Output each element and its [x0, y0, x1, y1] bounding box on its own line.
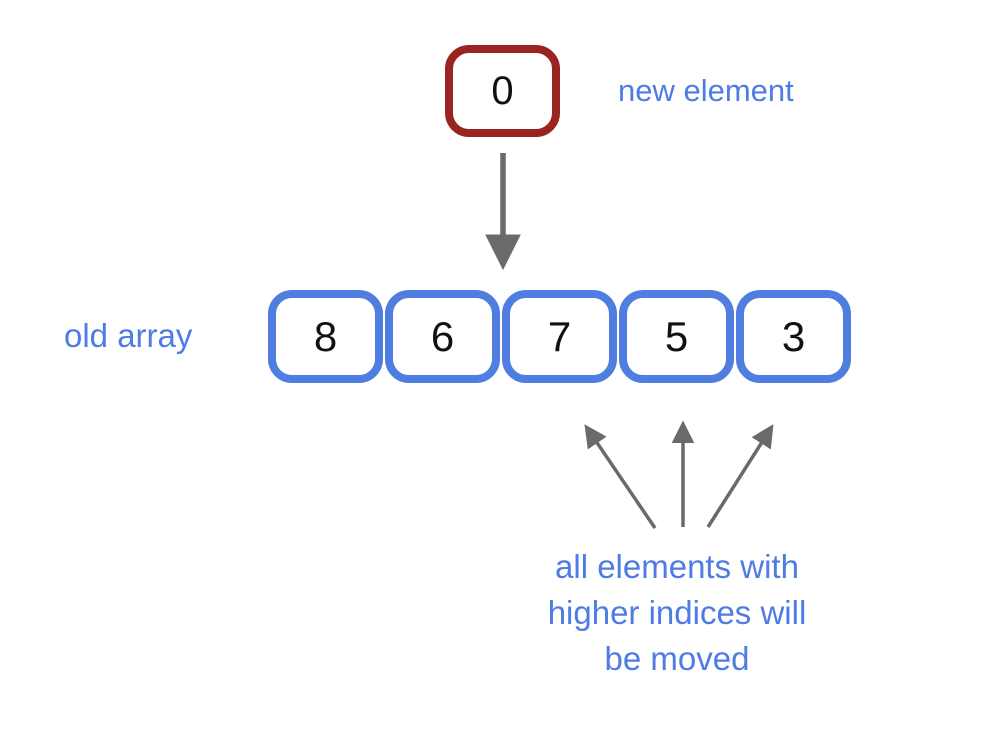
- new-element-box: 0: [445, 45, 560, 137]
- array-cell-3: 5: [619, 290, 734, 383]
- new-element-label: new element: [618, 73, 794, 108]
- array-cell-2-value: 7: [547, 312, 572, 360]
- array-cell-4: 3: [736, 290, 851, 383]
- shift-caption-line-2: higher indices will: [547, 594, 807, 631]
- array-cell-4-value: 3: [781, 312, 806, 360]
- array-cell-1: 6: [385, 290, 500, 383]
- array-cell-1-value: 6: [430, 312, 455, 360]
- shift-caption-line-1: all elements with: [555, 548, 799, 585]
- array-cell-0: 8: [268, 290, 383, 383]
- new-element-value: 0: [491, 68, 514, 113]
- array-cell-2: 7: [502, 290, 617, 383]
- shift-arrow-up-right-icon: [706, 424, 774, 528]
- shift-caption-line-3: be moved: [604, 640, 750, 677]
- array-cell-3-value: 5: [664, 312, 689, 360]
- shift-caption: all elements with higher indices will be…: [497, 544, 857, 682]
- shift-arrow-up-left-icon: [584, 424, 657, 529]
- old-array-label: old array: [64, 317, 193, 354]
- array-cell-0-value: 8: [313, 312, 338, 360]
